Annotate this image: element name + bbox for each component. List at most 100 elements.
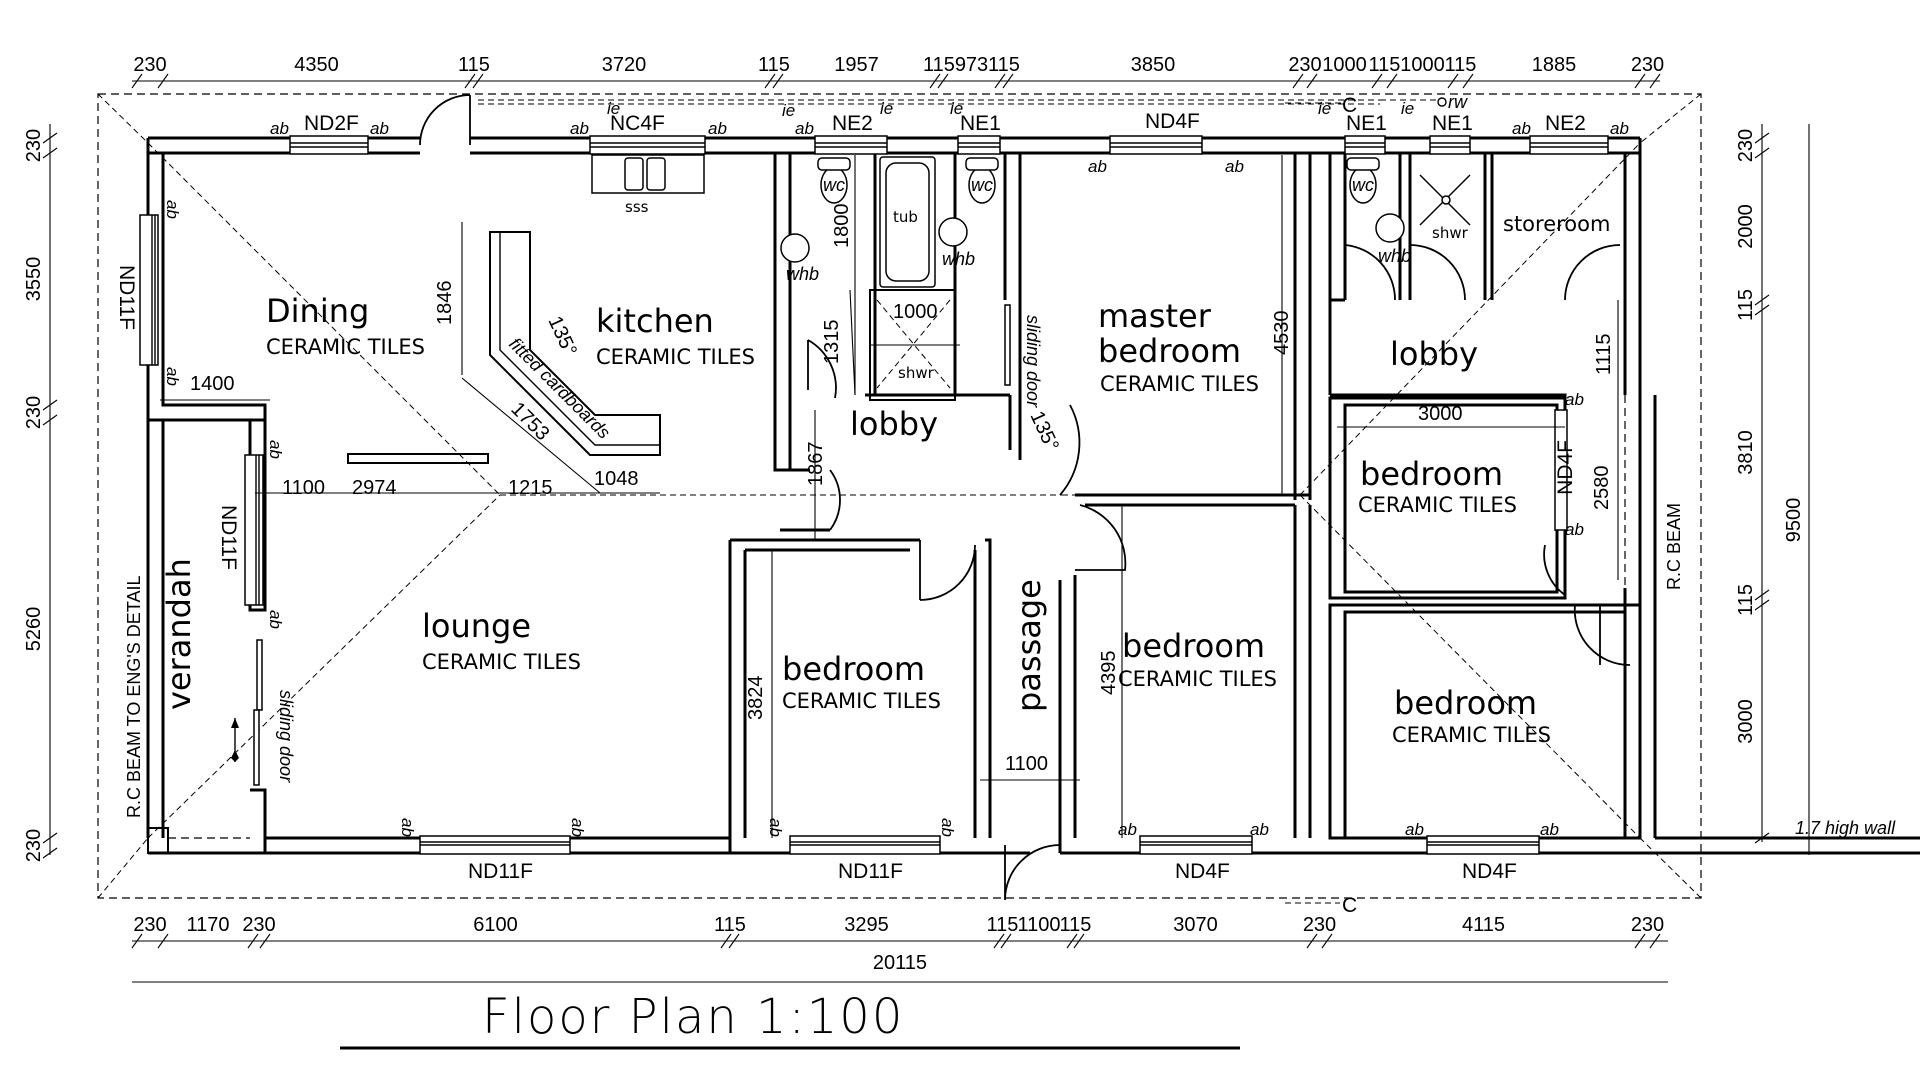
svg-text:ab: ab <box>266 440 285 459</box>
dim-bottom-label: 3295 <box>844 914 889 936</box>
svg-text:ab: ab <box>370 119 389 138</box>
room-master-bedroom-line2: bedroom <box>1098 332 1241 370</box>
room-lobby-east: lobby <box>1390 335 1478 373</box>
whb-label-3: whb <box>1378 246 1411 266</box>
window-nc4f: NC4F <box>610 112 665 135</box>
dimension-tick <box>1754 147 1770 159</box>
room-dining-floor: CERAMIC TILES <box>266 335 425 359</box>
dim-counter-1048: 1048 <box>594 468 639 490</box>
window-nd4f-bedroom-se: ND4F <box>1462 860 1517 883</box>
room-lobby-west: lobby <box>850 405 938 443</box>
verandah-sliding-door-label: sliding door <box>276 690 296 783</box>
dim-top-label: 115 <box>1445 54 1477 76</box>
svg-text:ab: ab <box>938 818 957 837</box>
dim-right-label: 2000 <box>1735 204 1757 249</box>
fixtures <box>347 154 1471 464</box>
room-passage: passage <box>1010 579 1048 712</box>
dimension-tick <box>157 933 169 949</box>
window-nd11f-bedroom: ND11F <box>838 860 903 883</box>
svg-text:ab: ab <box>1250 820 1269 839</box>
svg-text:ab: ab <box>766 818 785 837</box>
dimension-tick <box>1754 832 1770 844</box>
dim-bottom-label: 230 <box>1631 914 1664 936</box>
room-bedroom-center: bedroom <box>782 650 925 688</box>
sliding-arrow-icon <box>231 718 239 762</box>
room-master-bedroom-line1: master <box>1098 297 1212 335</box>
dim-left-label: 230 <box>23 396 45 429</box>
dim-right-total: 9500 <box>1783 498 1805 543</box>
dim-lobby-1867: 1867 <box>805 442 827 487</box>
room-kitchen: kitchen <box>596 302 714 340</box>
dim-counter-1846: 1846 <box>434 281 456 326</box>
dimension-tick <box>1754 599 1770 611</box>
dim-bath-1315: 1315 <box>821 320 843 365</box>
section-marker-bottom: C <box>1342 894 1357 917</box>
svg-text:ab: ab <box>568 818 587 837</box>
dimension-tick <box>994 73 1006 89</box>
svg-text:ab: ab <box>398 818 417 837</box>
shower-label-1: shwr <box>898 364 935 382</box>
dimension-tick <box>993 933 1005 949</box>
room-lounge-floor: CERAMIC TILES <box>422 650 581 674</box>
dim-top-label: 973 <box>955 54 988 76</box>
dimension-tick <box>1292 73 1304 89</box>
window-nd2f: ND2F <box>304 112 359 135</box>
dim-bottom-label: 6100 <box>473 914 518 936</box>
dim-bottom-label: 1170 <box>186 914 229 936</box>
svg-text:ab: ab <box>795 119 814 138</box>
dimension-tick <box>1754 304 1770 316</box>
svg-text:ie: ie <box>950 99 963 118</box>
dim-bottom-label: 115 <box>1060 914 1092 936</box>
annotation-marks: ab ab ab ab ab ab ab ab ab ab ab ab ab a… <box>163 99 1629 839</box>
dim-bottom-label: 4115 <box>1462 914 1505 936</box>
room-bedroom-center-floor: CERAMIC TILES <box>782 689 941 713</box>
dim-counter-angle: 135° <box>543 313 580 360</box>
svg-text:ab: ab <box>1540 820 1559 839</box>
svg-text:ab: ab <box>163 367 182 386</box>
dimension-tick <box>1002 73 1014 89</box>
window-nd11f-lounge: ND11F <box>468 860 533 883</box>
dim-top-label: 3720 <box>602 54 647 76</box>
dim-top-label: 115 <box>1369 54 1401 76</box>
dim-right-label: 3000 <box>1735 699 1757 744</box>
dimension-tick <box>131 933 143 949</box>
dim-left-label: 230 <box>23 829 45 862</box>
dim-top-label: 115 <box>923 54 955 76</box>
dimension-tick <box>42 414 58 426</box>
dimension-tick <box>1754 589 1770 601</box>
svg-text:ab: ab <box>1088 157 1107 176</box>
dimension-tick <box>772 73 784 89</box>
dimension-tick <box>720 933 732 949</box>
dim-lounge-1215: 1215 <box>508 477 553 499</box>
window-nd4f-bedroom-mid: ND4F <box>1175 860 1230 883</box>
svg-text:ie: ie <box>1401 99 1414 118</box>
dim-lounge-1100: 1100 <box>282 477 325 499</box>
svg-text:ab: ab <box>1565 520 1584 539</box>
dim-top-label: 1000 <box>1322 54 1367 76</box>
dimension-tick <box>728 933 740 949</box>
dimension-tick <box>1386 73 1398 89</box>
doors <box>419 94 1631 901</box>
svg-text:ie: ie <box>1318 99 1331 118</box>
note-high-wall: 1.7 high wall <box>1795 818 1896 838</box>
note-rc-beam-eng: R.C BEAM TO ENG'S DETAIL <box>124 576 144 819</box>
dim-top-label: 3850 <box>1131 54 1176 76</box>
room-bedroom-mid-floor: CERAMIC TILES <box>1118 667 1277 691</box>
whb-label-2: whb <box>942 249 975 269</box>
interior-dimension-lines <box>160 155 1619 838</box>
dim-top-label: 230 <box>1288 54 1321 76</box>
window-ne1-c: NE1 <box>1432 112 1473 135</box>
svg-text:ie: ie <box>782 101 795 120</box>
dimension-tick <box>247 933 259 949</box>
svg-text:ab: ab <box>266 610 285 629</box>
room-bedroom-mid: bedroom <box>1122 627 1265 665</box>
dim-bedroom-3824: 3824 <box>745 676 767 721</box>
dim-right-label: 115 <box>1735 289 1757 321</box>
dimension-tick <box>1462 73 1474 89</box>
dim-top-label: 230 <box>1631 54 1664 76</box>
tub-label: tub <box>893 208 918 226</box>
dim-bedroom-4395: 4395 <box>1098 651 1120 696</box>
wc-label-2: wc <box>971 175 993 195</box>
dimension-tick <box>131 73 143 89</box>
